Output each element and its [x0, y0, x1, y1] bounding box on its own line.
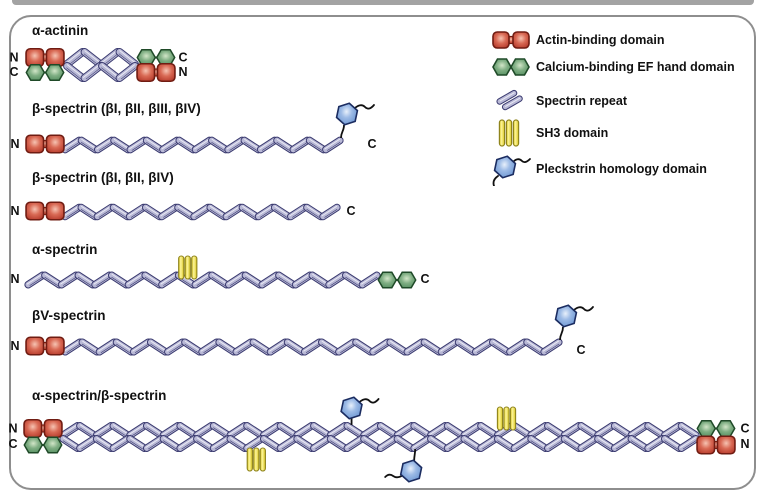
sh3-domain: [246, 447, 266, 472]
terminal-label: N: [740, 437, 749, 451]
terminal-label: N: [178, 65, 187, 79]
linker-stem: [340, 124, 345, 139]
actin-binding-domain-pair: [696, 435, 736, 455]
linker-stem: [559, 326, 564, 341]
actin-binding-domain-icon: [488, 25, 536, 55]
ef-hand-domain-pair: [696, 420, 736, 437]
pleckstrin-homology-domain: [335, 102, 375, 126]
terminal-label: N: [10, 272, 19, 286]
ef-hand-domain-pair: [25, 64, 65, 81]
row-title-alpha-actinin: α-actinin: [32, 23, 89, 38]
top-edge-strip: [12, 0, 754, 5]
legend-label: Spectrin repeat: [536, 94, 628, 108]
ef-hand-domain-pair: [377, 271, 417, 289]
spectrin-repeat-chain: [59, 422, 700, 439]
legend-label: Actin-binding domain: [536, 33, 665, 47]
terminal-label: C: [178, 51, 187, 65]
terminal-label: N: [8, 422, 17, 436]
terminal-label: N: [9, 51, 18, 65]
row-title-beta-spectrin-I-II-IV: β-spectrin (βI, βII, βIV): [32, 170, 174, 185]
terminal-label: C: [420, 272, 429, 286]
terminal-label: N: [10, 339, 19, 353]
legend-item-ph: Pleckstrin homology domain: [488, 154, 707, 186]
sh3-domain-icon: [488, 118, 536, 148]
spectrin-repeat-chain: [61, 338, 563, 356]
pleckstrin-homology-domain-icon: [488, 154, 536, 186]
row-title-alpha-spectrin: α-spectrin: [32, 242, 98, 257]
terminal-label: N: [10, 204, 19, 218]
ef-hand-domain-icon: [488, 52, 536, 82]
terminal-label: C: [576, 343, 585, 357]
legend-item-ef-hand: Calcium-binding EF hand domain: [488, 53, 735, 81]
spectrin-repeat-chain: [63, 61, 139, 83]
actin-binding-domain-pair: [23, 418, 63, 439]
terminal-label: C: [346, 204, 355, 218]
spectrin-repeat-chain: [61, 136, 344, 154]
row-title-alpha-beta-spectrin: α-spectrin/β-spectrin: [32, 388, 167, 403]
spectrin-repeat-icon: [488, 86, 536, 116]
terminal-label: C: [740, 422, 749, 436]
actin-binding-domain-pair: [136, 62, 176, 83]
sh3-domain: [496, 406, 517, 431]
spectrin-repeat-chain: [59, 435, 700, 452]
spectrin-repeat-chain: [61, 203, 341, 221]
terminal-label: N: [10, 137, 19, 151]
row-title-beta-spectrin-I-II-III-IV: β-spectrin (βI, βII, βIII, βIV): [32, 101, 201, 116]
panel-border: [9, 15, 756, 490]
ef-hand-domain-pair: [136, 49, 176, 66]
pleckstrin-homology-domain: [384, 459, 423, 483]
legend-label: Calcium-binding EF hand domain: [536, 60, 735, 74]
terminal-label: C: [367, 137, 376, 151]
actin-binding-domain-pair: [25, 201, 65, 221]
pleckstrin-homology-domain: [554, 304, 594, 328]
terminal-label: C: [8, 437, 17, 451]
pleckstrin-homology-domain: [340, 396, 380, 420]
actin-binding-domain-pair: [25, 134, 65, 154]
sh3-domain: [178, 255, 198, 280]
legend-item-spectrin-repeat: Spectrin repeat: [488, 87, 627, 115]
row-title-betaV-spectrin: βV-spectrin: [32, 308, 106, 323]
terminal-label: C: [9, 65, 18, 79]
actin-binding-domain-pair: [25, 47, 65, 68]
actin-binding-domain-pair: [25, 336, 65, 356]
spectrin-repeat-chain: [24, 271, 381, 289]
legend-item-actin-binding: Actin-binding domain: [488, 26, 664, 54]
legend-label: SH3 domain: [536, 126, 609, 140]
ef-hand-domain-pair: [23, 436, 63, 454]
legend-label: Pleckstrin homology domain: [536, 162, 707, 176]
linker-stem: [413, 448, 417, 462]
legend-item-sh3: SH3 domain: [488, 119, 608, 147]
